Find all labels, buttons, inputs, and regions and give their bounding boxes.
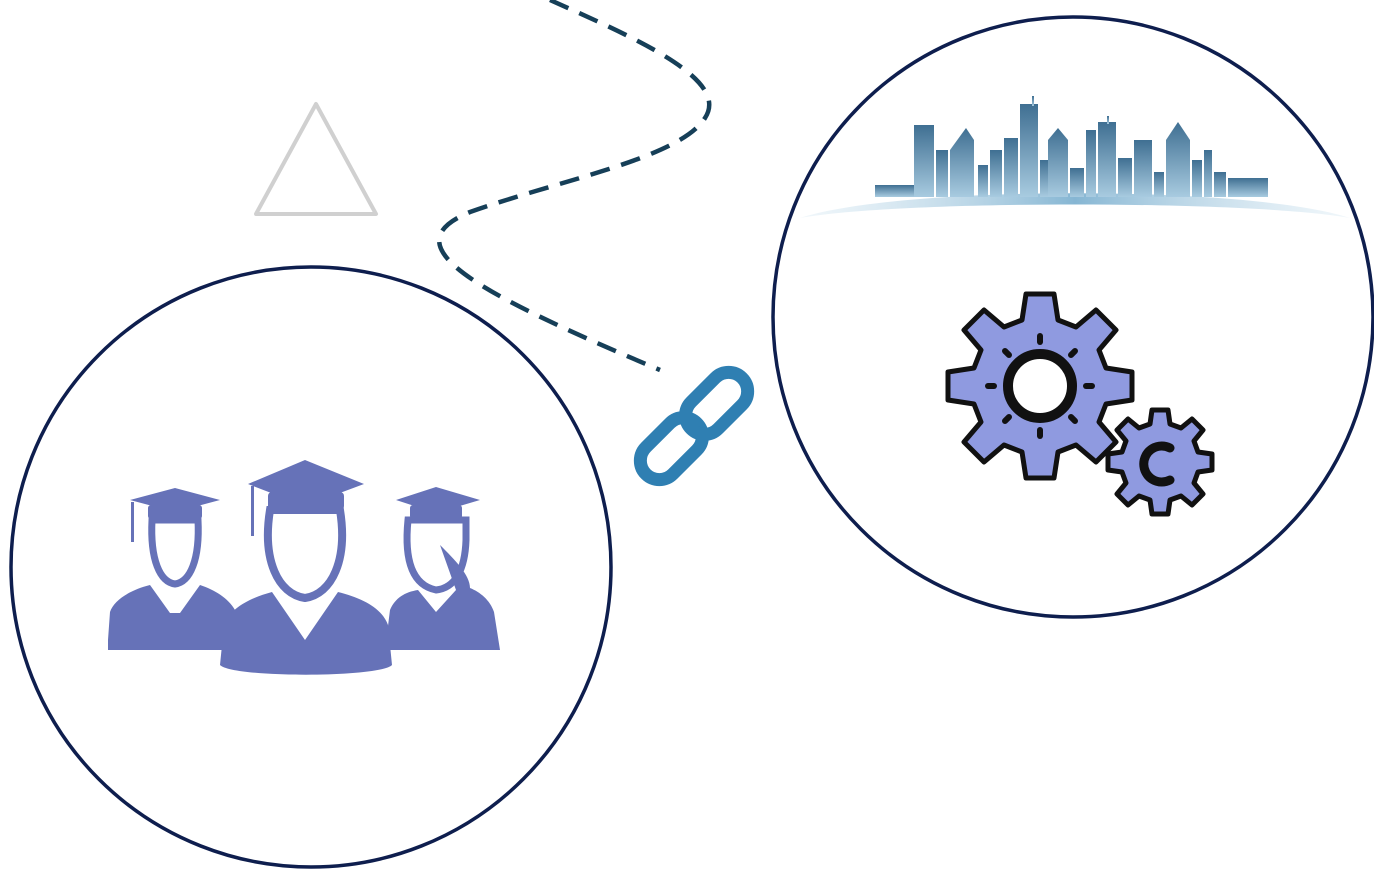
graduates-node	[9, 265, 613, 869]
dashed-connector	[436, 0, 712, 373]
triangle-outline-icon	[254, 102, 378, 216]
city-skyline-icon	[800, 96, 1350, 218]
industry-circle	[771, 15, 1374, 619]
chain-link-icon	[633, 365, 755, 487]
graduates-icon	[108, 460, 500, 675]
graduates-circle	[9, 265, 613, 869]
industry-node	[771, 15, 1374, 619]
large-gear-icon	[945, 291, 1135, 481]
gears-icon	[945, 291, 1215, 517]
small-gear-icon	[1105, 407, 1215, 517]
